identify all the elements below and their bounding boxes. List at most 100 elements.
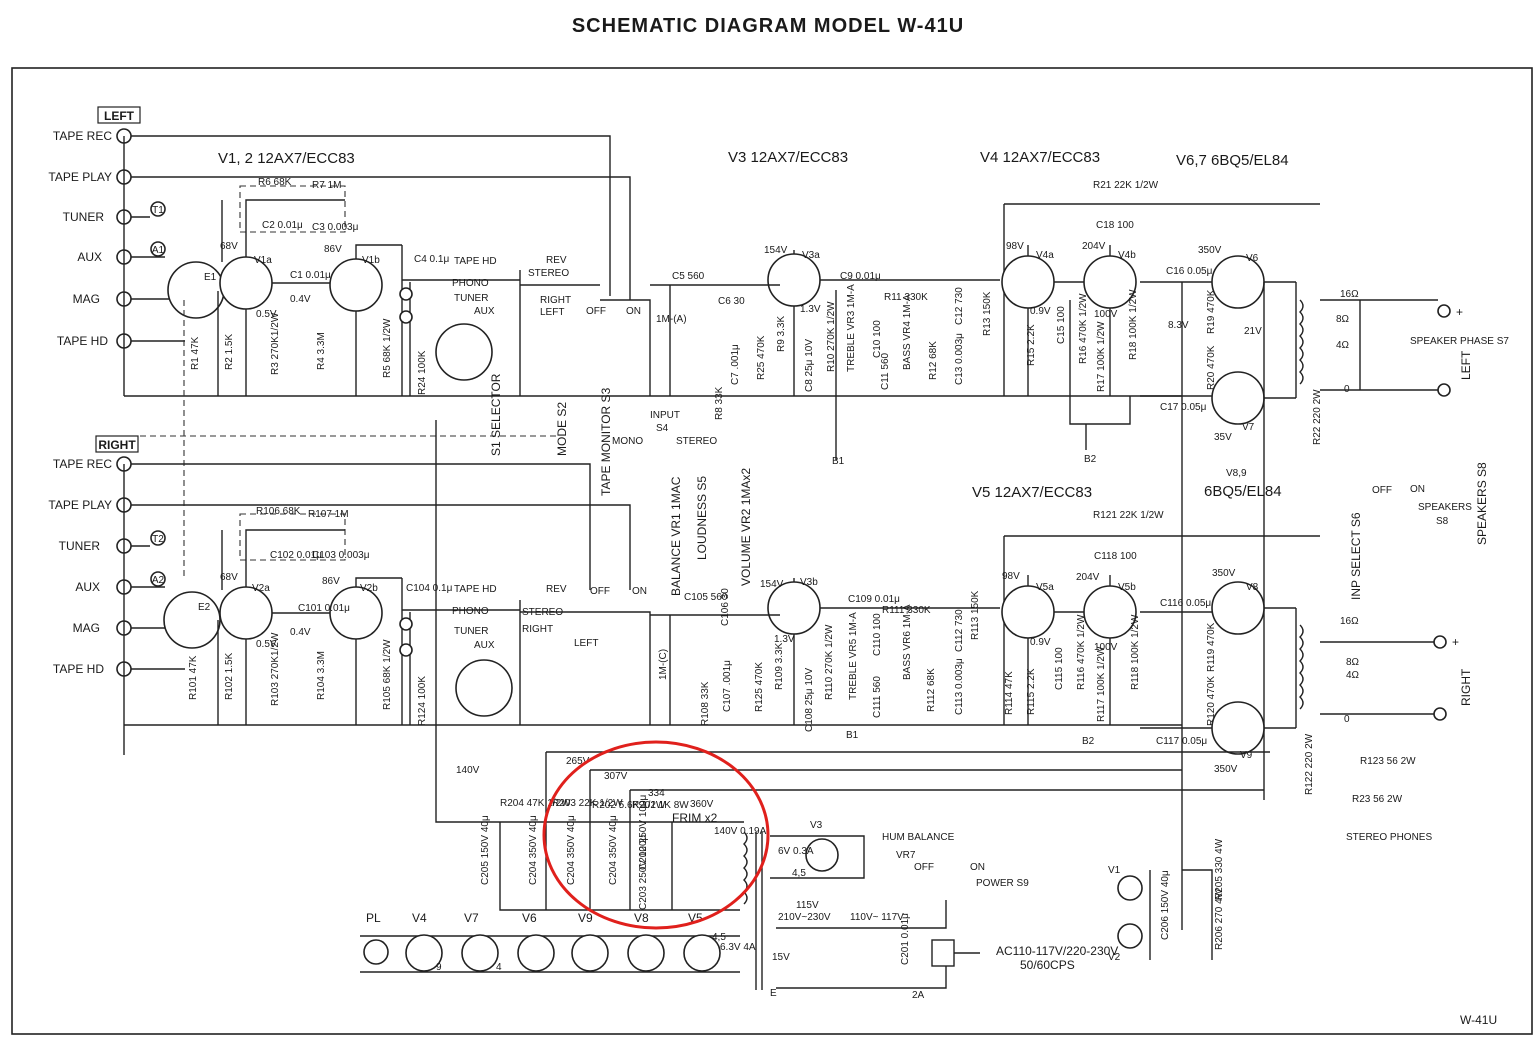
r17-label: R17 100K 1/2W <box>1096 321 1107 392</box>
sel-aux: AUX <box>474 306 495 317</box>
filter-caps-wiring <box>499 822 740 911</box>
voltage-v2b-grid: 0.4V <box>290 627 311 638</box>
input-mono: MONO <box>612 436 643 447</box>
tube-v2a <box>219 586 273 640</box>
pilot-lamp <box>363 939 389 965</box>
tag-a1-right <box>399 310 413 324</box>
power-on: ON <box>970 862 985 873</box>
feedback-network-box <box>239 185 346 233</box>
right-input-jacks: TAPE REC TAPE PLAY TUNER AUX MAG TAPE HD… <box>48 456 631 755</box>
c3-label: C3 0.003μ <box>312 222 359 233</box>
c103-label: C103 0.003μ <box>312 550 370 561</box>
jack-leads-right <box>131 545 185 670</box>
c15-label: C15 100 <box>1056 306 1067 344</box>
switch-s2-label: MODE S2 <box>555 402 569 456</box>
voltage-v3a-plate: 154V <box>764 245 788 256</box>
r119-label: R119 470K <box>1206 622 1217 672</box>
node-b2-right: B2 <box>1082 736 1095 747</box>
right-channel-label: RIGHT <box>98 438 136 452</box>
tube-v4a <box>1001 255 1055 309</box>
c9-label: C9 0.01μ <box>840 271 881 282</box>
diagram-title: SCHEMATIC DIAGRAM MODEL W-41U <box>572 15 964 37</box>
speakers-vertical-label: SPEAKERS S8 <box>1475 462 1489 545</box>
r203-label: R203 22K 1/2W <box>552 798 623 809</box>
left-input-jacks: TAPE REC TAPE PLAY TUNER AUX MAG TAPE HD… <box>48 128 631 396</box>
tube-v5a <box>1001 585 1055 639</box>
output-transformer-right <box>1299 624 1304 710</box>
sec-6v-label: 6V 0.3A <box>778 846 814 857</box>
tube-v1b <box>329 258 383 312</box>
bass-label: BASS VR4 1M-A <box>902 294 913 370</box>
r8-label: R8 33K <box>714 386 725 420</box>
monitor-off-r: OFF <box>590 586 610 597</box>
r123-label: R123 56 2W <box>1360 756 1416 767</box>
heater-tube-v8 <box>627 934 665 972</box>
schematic-border <box>11 67 1533 1035</box>
left-channel-label: LEFT <box>104 109 135 123</box>
c104-label: C104 0.1μ <box>406 583 453 594</box>
c17-label: C17 0.05μ <box>1160 402 1207 413</box>
header-v1-2: V1, 2 12AX7/ECC83 <box>218 150 355 167</box>
heater-pins-45: 4,5 <box>712 932 726 943</box>
right-label-box <box>95 435 139 453</box>
hum-balance-loop <box>770 835 865 879</box>
c4-label: C4 0.1μ <box>414 254 449 265</box>
tube-v9 <box>1211 701 1265 755</box>
c118-label: C118 100 <box>1094 551 1137 562</box>
c204a-label: C204 350V 40μ <box>528 815 539 885</box>
r105-label: R105 68K 1/2W <box>382 639 393 710</box>
v110-label: 110V~ 117V <box>850 912 904 923</box>
terminal-right-plus <box>1433 635 1447 649</box>
tube-v4a-label: V4a <box>1036 250 1054 261</box>
power-supply-highlight-circle <box>542 740 770 930</box>
selector-wafer-e1-b <box>435 323 493 381</box>
volume-label: VOLUME VR2 1MAx2 <box>739 468 753 586</box>
feedback-network-box-r <box>239 513 346 561</box>
sel-tuner-r: TUNER <box>454 626 488 637</box>
output-stage-right-wiring <box>1140 607 1297 729</box>
v115-label: 115V <box>796 900 819 911</box>
r21-label: R21 22K 1/2W <box>1093 180 1159 191</box>
v210-label: 210V~230V <box>778 912 831 923</box>
b-plus-265v: 265V <box>566 756 590 767</box>
c18-label: C18 100 <box>1096 220 1134 231</box>
c1-label: C1 0.01μ <box>290 270 331 281</box>
dashed-links-left <box>130 300 560 580</box>
left-label-box <box>97 106 141 124</box>
r13-label: R13 150K <box>982 291 993 336</box>
voltage-v8-plate: 350V <box>1212 568 1236 579</box>
selector-wafer-e2-b <box>455 659 513 717</box>
r19-label: R19 470K <box>1206 289 1217 334</box>
treble-r-label: TREBLE VR5 1M-A <box>848 612 859 700</box>
c203-label: C203 250V 100μ <box>638 834 649 910</box>
speakers-s8: S8 <box>1436 516 1449 527</box>
power-supply: 140V 265V 307V 334 360V R204 47K 1/2W R2… <box>435 420 1270 1001</box>
heater-string: PL V4 V7 V6 V9 V8 V5 4,5 9 4 6.3V 4A <box>360 911 756 973</box>
heater-tube-v5 <box>683 934 721 972</box>
tube-v8-label: V8 <box>1246 582 1259 593</box>
right-channel: RIGHT TAPE REC TAPE PLAY TUNER AUX MAG T… <box>48 435 1489 843</box>
r113-label: R113 150K <box>970 590 981 640</box>
r11-label: R11 330K <box>884 292 928 303</box>
header-v8-9: 6BQ5/EL84 <box>1204 483 1282 500</box>
r202-label: R202 5.6K 1/2W <box>592 800 666 811</box>
r102-label: R102 1.5K <box>224 652 235 700</box>
inp-select-off: OFF <box>1372 485 1392 496</box>
c204b-label: C204 350V 40μ <box>566 815 577 885</box>
tube-v7-label: V7 <box>1242 422 1255 433</box>
tap-4-right: 4Ω <box>1346 670 1360 681</box>
r3-label: R3 270K1/2W <box>270 312 281 375</box>
r122-label: R122 220 2W <box>1304 733 1315 795</box>
stereo-phones-label: STEREO PHONES <box>1346 832 1432 843</box>
r18-label: R18 100K 1/2W <box>1128 289 1139 360</box>
voltage-v5b-plate: 204V <box>1076 572 1100 583</box>
heater-tube-v7 <box>461 934 499 972</box>
c205-label: C205 150V 40μ <box>480 815 491 885</box>
voltage-v4a-cathode: 0.9V <box>1030 306 1051 317</box>
output-transformer-left <box>1299 299 1304 385</box>
tag-a1 <box>150 241 166 257</box>
c201-label: C201 0.01μ <box>900 913 911 965</box>
terminal-left-plus-label: + <box>1456 305 1463 319</box>
tube-v5a-label: V5a <box>1036 582 1054 593</box>
tag-t2-right <box>399 617 413 631</box>
